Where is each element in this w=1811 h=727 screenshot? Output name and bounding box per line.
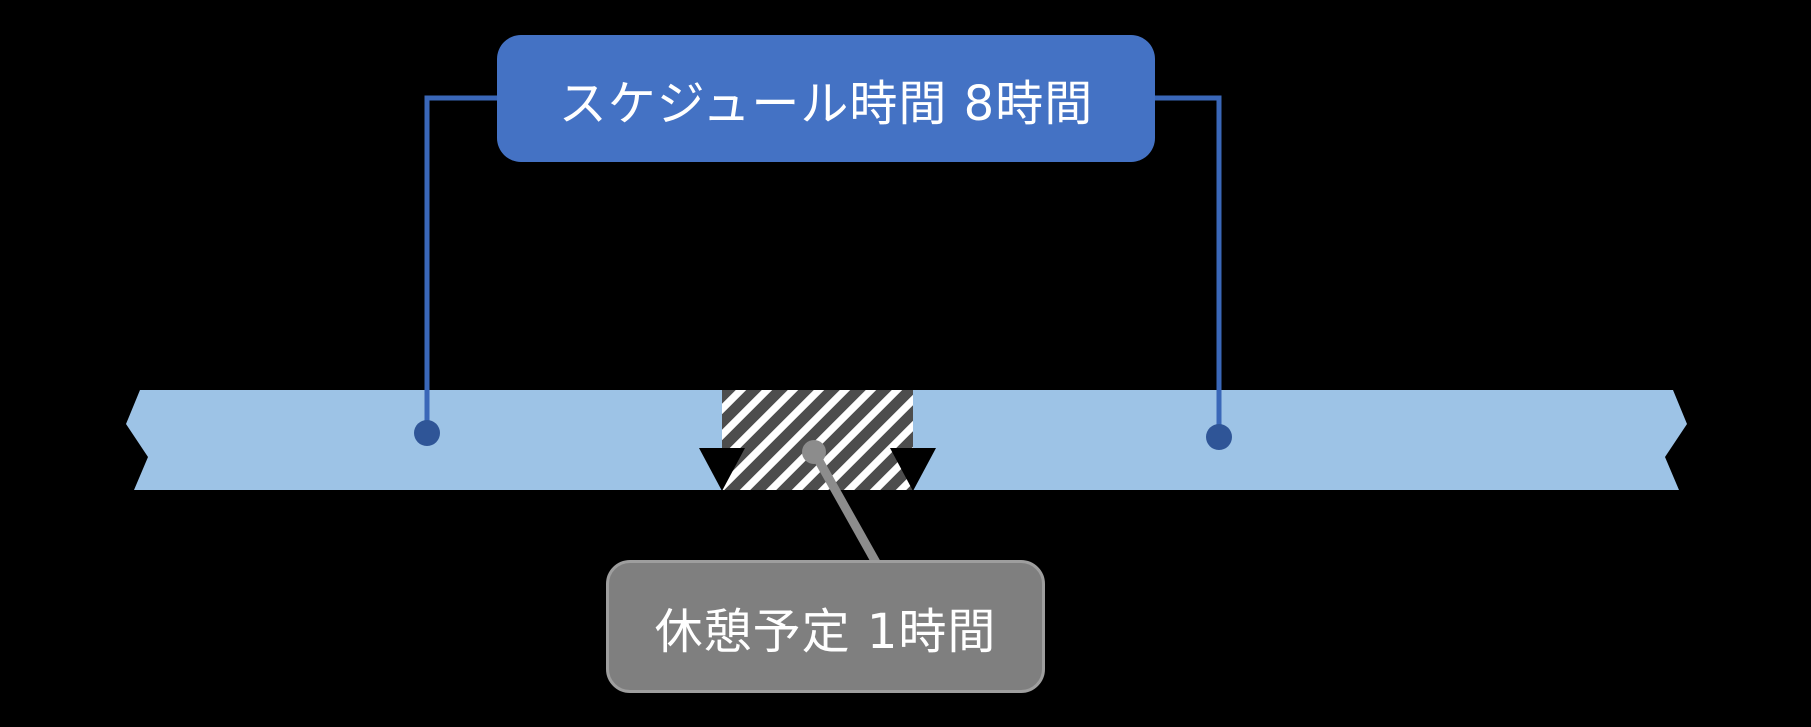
schedule-callout-label: スケジュール時間 8時間 [558,75,1094,132]
schedule-connector-right [1155,95,1222,437]
break-start-arrow-icon [699,448,745,491]
break-callout-label: 休憩予定 1時間 [654,603,997,660]
break-hatch-segment [722,390,913,490]
break-end-arrow-icon [890,448,936,491]
schedule-connector-dot-right [1206,424,1232,450]
break-callout: 休憩予定 1時間 [606,560,1045,693]
break-connector [810,449,882,569]
schedule-connector-left [424,95,497,433]
schedule-connector-dot-left [414,420,440,446]
schedule-callout: スケジュール時間 8時間 [497,35,1155,162]
break-connector-dot [802,440,826,464]
